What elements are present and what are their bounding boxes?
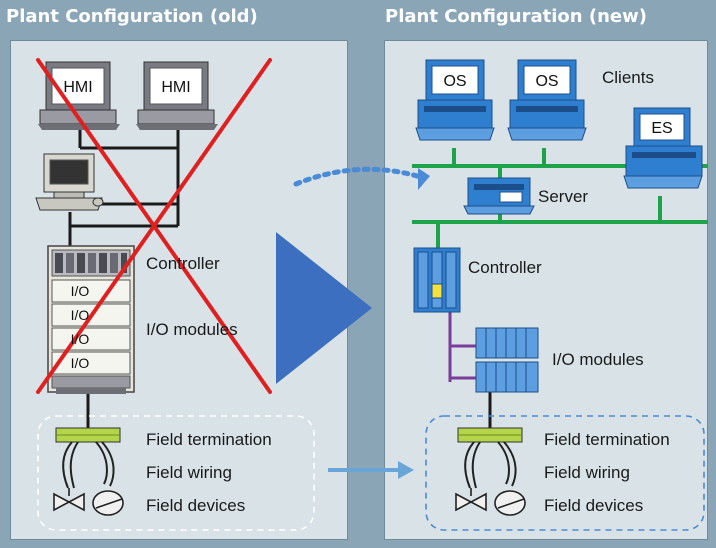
server-label: Server xyxy=(538,187,589,206)
old-field-wiring-label: Field wiring xyxy=(146,463,232,482)
hmi-label-1: HMI xyxy=(63,79,92,96)
server-computer xyxy=(463,177,535,215)
old-field-devices-label: Field devices xyxy=(146,496,246,515)
old-field-termination-strip xyxy=(55,427,121,443)
field-reuse-arrow-head xyxy=(398,461,414,479)
clients-label: Clients xyxy=(602,68,654,87)
new-io-modules-label: I/O modules xyxy=(552,350,644,369)
new-field-termination-label: Field termination xyxy=(544,430,670,449)
io-slot-label: I/O xyxy=(71,331,90,347)
new-field-termination-strip xyxy=(457,427,523,443)
hmi-label-2: HMI xyxy=(161,79,190,96)
new-field-devices-label: Field devices xyxy=(544,496,644,515)
old-field-wiring xyxy=(62,441,115,489)
legacy-controller-cabinet xyxy=(47,245,135,394)
migration-arrow xyxy=(276,232,372,384)
new-field-wiring xyxy=(464,441,517,489)
new-field-level-box xyxy=(425,415,705,531)
old-field-termination-label: Field termination xyxy=(146,430,272,449)
hmi-workstation-1 xyxy=(38,61,120,130)
new-controller-label: Controller xyxy=(468,258,542,277)
new-field-wiring-label: Field wiring xyxy=(544,463,630,482)
io-slot-label: I/O xyxy=(71,283,90,299)
os-label-2: OS xyxy=(535,73,558,90)
es-label: ES xyxy=(651,120,672,137)
new-controller xyxy=(413,247,461,313)
old-sensor-icon xyxy=(92,490,124,516)
new-sensor-icon xyxy=(494,490,526,516)
os-client-1 xyxy=(415,59,495,141)
hmi-workstation-2 xyxy=(136,61,218,130)
old-controller-label: Controller xyxy=(146,254,220,273)
old-io-modules-label: I/O modules xyxy=(146,320,238,339)
dashed-arrow-head xyxy=(418,168,430,190)
io-slot-label: I/O xyxy=(71,307,90,323)
io-bus xyxy=(448,312,476,382)
legacy-terminal xyxy=(35,153,104,211)
es-workstation xyxy=(623,107,703,189)
new-valve-icon xyxy=(455,488,487,512)
old-valve-icon xyxy=(53,488,85,512)
new-io-module-rack-1 xyxy=(475,327,539,359)
old-config-title: Plant Configuration (old) xyxy=(6,6,258,27)
os-label-1: OS xyxy=(443,73,466,90)
red-cross-out xyxy=(36,58,272,394)
os-client-2 xyxy=(507,59,587,141)
io-slot-label: I/O xyxy=(71,355,90,371)
new-config-title: Plant Configuration (new) xyxy=(385,6,647,27)
new-io-module-rack-2 xyxy=(475,361,539,393)
dashed-migration-arrow xyxy=(293,166,427,187)
